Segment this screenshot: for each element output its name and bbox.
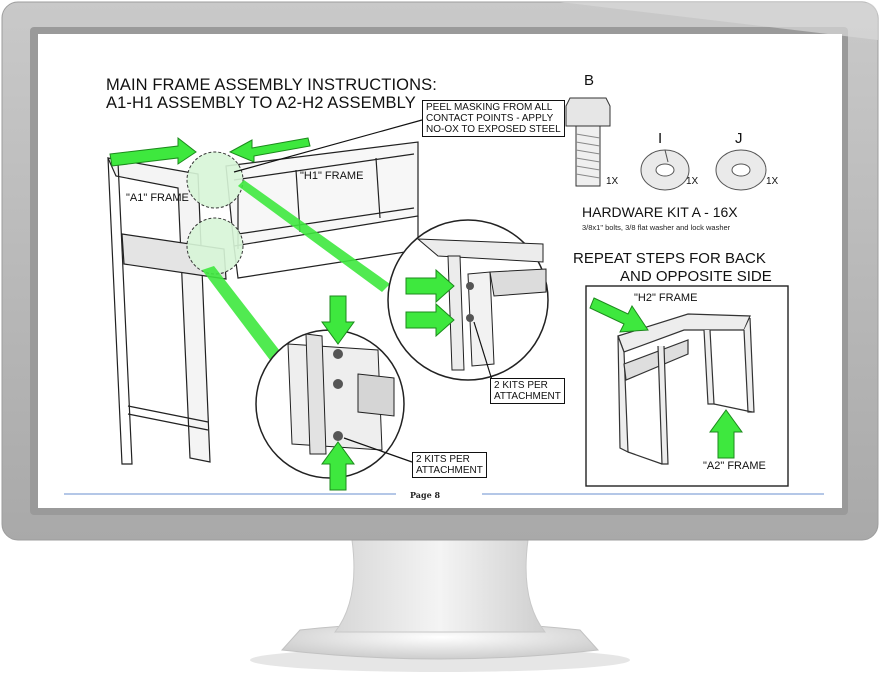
kits-note-2-line-2: ATTACHMENT [416, 465, 483, 476]
washer-j-qty: 1X [766, 176, 779, 187]
h1-frame-label: "H1" FRAME [300, 170, 364, 182]
assembly-diagram [64, 97, 824, 495]
a1-frame-label: "A1" FRAME [126, 192, 189, 204]
washer-i-letter: I [658, 130, 663, 147]
bolt-b-letter: B [584, 72, 595, 89]
washer-j-letter: J [735, 130, 743, 147]
washer-i-qty: 1X [686, 176, 699, 187]
peel-note-line-1: PEEL MASKING FROM ALL [426, 102, 553, 113]
kits-note-2-line-1: 2 KITS PER [416, 454, 470, 465]
page-number: Page 8 [410, 490, 441, 500]
peel-note-line-3: NO-OX TO EXPOSED STEEL [426, 124, 561, 135]
kits-note-1-line-2: ATTACHMENT [494, 391, 561, 402]
repeat-steps-line-2: AND OPPOSITE SIDE [620, 268, 772, 285]
document-page: MAIN FRAME ASSEMBLY INSTRUCTIONS: A1-H1 … [38, 34, 842, 508]
peel-masking-note: PEEL MASKING FROM ALL CONTACT POINTS - A… [422, 100, 565, 137]
h2-frame-label: "H2" FRAME [634, 292, 698, 304]
kits-per-attachment-note-2: 2 KITS PER ATTACHMENT [412, 452, 487, 478]
hardware-kit-description: 3/8x1" bolts, 3/8 flat washer and lock w… [582, 223, 731, 232]
a2-frame-label: "A2" FRAME [703, 460, 766, 472]
kits-per-attachment-note-1: 2 KITS PER ATTACHMENT [490, 378, 565, 404]
title-line-1: MAIN FRAME ASSEMBLY INSTRUCTIONS: [106, 76, 437, 94]
repeat-steps-line-1: REPEAT STEPS FOR BACK [573, 250, 766, 267]
hardware-kit-title: HARDWARE KIT A - 16X [582, 204, 738, 220]
bolt-b-qty: 1X [606, 176, 619, 187]
peel-note-line-2: CONTACT POINTS - APPLY [426, 113, 554, 124]
kits-note-1-line-1: 2 KITS PER [494, 380, 548, 391]
title-line-2: A1-H1 ASSEMBLY TO A2-H2 ASSEMBLY [106, 94, 416, 112]
